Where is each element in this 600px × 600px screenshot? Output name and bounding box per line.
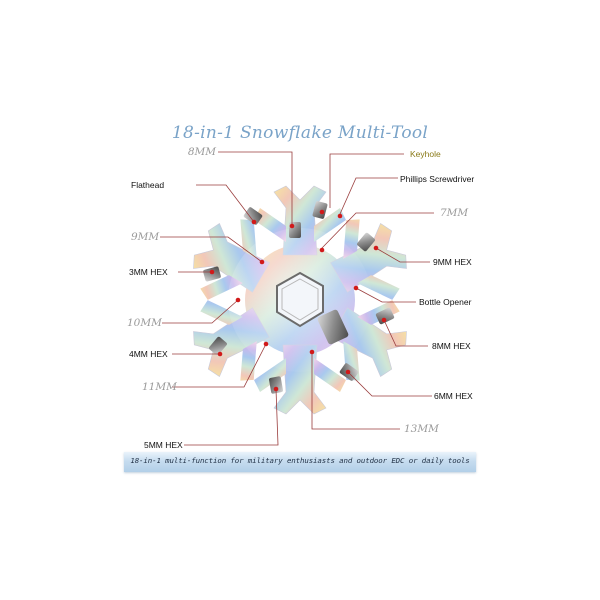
label-4mm-hex: 4MM HEX [129, 349, 168, 359]
leader-line [329, 153, 404, 208]
leader-line [375, 247, 430, 263]
diagram-title: 18-in-1 Snowflake Multi-Tool [171, 123, 429, 143]
caption-text: 18-in-1 multi-function for military enth… [130, 456, 470, 465]
leader-line [347, 371, 432, 397]
hex-bit [357, 232, 375, 252]
leader-dot [373, 245, 379, 251]
hex-bit [209, 336, 227, 356]
label-11mm: 11MM [142, 381, 177, 393]
hex-bit [375, 307, 395, 325]
leader-line [218, 151, 293, 224]
label-13mm: 13MM [404, 423, 439, 435]
label-8mm-hex: 8MM HEX [432, 341, 471, 351]
leader-line [196, 184, 255, 223]
leader-dot [345, 369, 351, 375]
leader-line [383, 319, 428, 347]
leader-line [339, 177, 398, 215]
leader-line [160, 236, 263, 263]
label-9mm: 9MM [131, 231, 160, 243]
label-7mm: 7MM [440, 207, 469, 219]
hex-bit [243, 207, 263, 225]
leader-dot [289, 223, 295, 229]
leader-line [172, 343, 267, 388]
label-phillips-screwdriver: Phillips Screwdriver [400, 174, 475, 184]
hex-bit [269, 376, 283, 394]
leader-line [184, 388, 279, 446]
leader-dot [263, 341, 269, 347]
leader-dot [353, 285, 359, 291]
leader-dot [319, 247, 325, 253]
callout-dots [209, 209, 387, 392]
caption-banner: 18-in-1 multi-function for military enth… [124, 452, 476, 472]
leader-line [162, 299, 239, 324]
bottle-opener-slot [317, 309, 349, 345]
leader-dot [273, 386, 279, 392]
label-3mm-hex: 3MM HEX [129, 267, 168, 277]
label-5mm-hex: 5MM HEX [144, 440, 183, 450]
leader-dot [319, 209, 325, 215]
label-flathead: Flathead [131, 180, 165, 190]
leader-dot [209, 269, 215, 275]
label-10mm: 10MM [127, 317, 162, 329]
leader-dot [337, 213, 343, 219]
leader-line [355, 287, 416, 303]
leader-dot [259, 259, 265, 265]
leader-dot [309, 349, 315, 355]
label-bottle-opener: Bottle Opener [419, 297, 472, 307]
label-9mm-hex: 9MM HEX [433, 257, 472, 267]
label-6mm-hex: 6MM HEX [434, 391, 473, 401]
leader-dot [235, 297, 241, 303]
callout-lines [160, 151, 434, 446]
snowflake-tool-body [193, 185, 407, 415]
leader-dot [381, 317, 387, 323]
leader-line [321, 212, 434, 249]
label-8mm: 8MM [187, 146, 216, 158]
label-keyhole: Keyhole [410, 149, 441, 159]
leader-dot [217, 351, 223, 357]
hex-bit [312, 201, 328, 219]
leader-line [311, 352, 400, 430]
leader-dot [251, 219, 257, 225]
